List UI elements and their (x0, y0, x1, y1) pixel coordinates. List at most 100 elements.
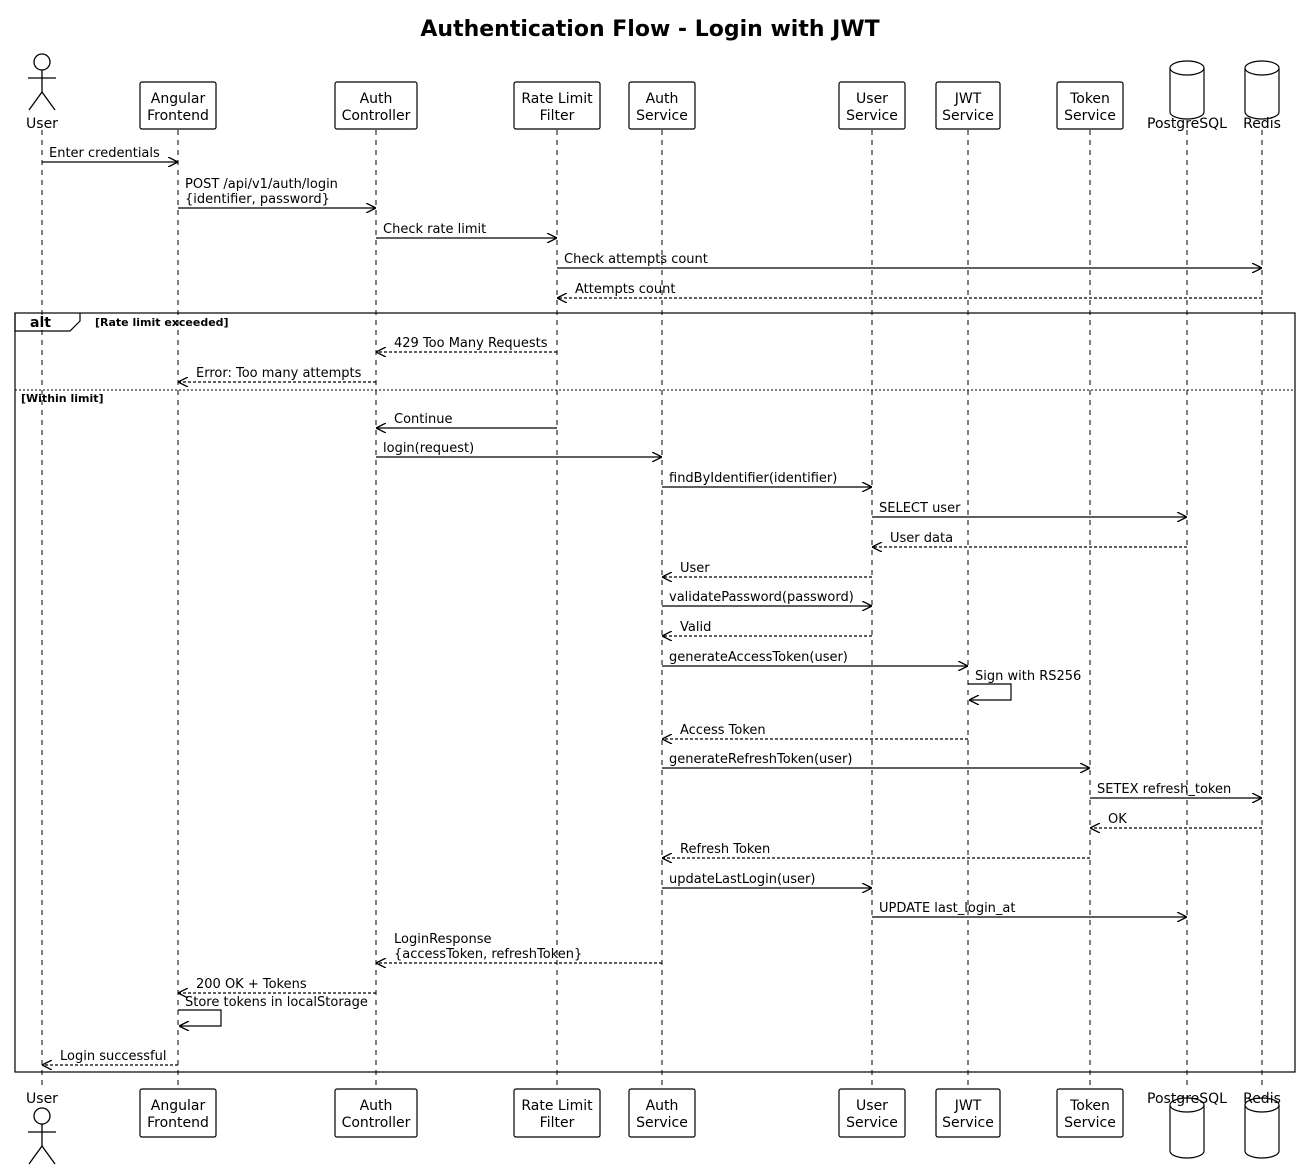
database-icon (1244, 60, 1280, 120)
message-9: login(request) (376, 441, 661, 457)
participant-box (513, 1088, 601, 1138)
participant-box (935, 81, 1001, 130)
message-label: {identifier, password} (185, 192, 330, 207)
database-icon (1169, 60, 1205, 120)
participant-user-bottom: User (26, 1091, 58, 1165)
message-21: OK (1091, 812, 1262, 828)
message-label: Valid (680, 620, 711, 635)
message-label: Store tokens in localStorage (185, 995, 368, 1010)
participant-label: Redis (1243, 1091, 1281, 1107)
participant-label: Controller (342, 108, 411, 124)
message-6: 429 Too Many Requests (377, 336, 557, 352)
participant-label: Redis (1243, 116, 1281, 132)
participant-label: Service (1064, 1115, 1116, 1131)
message-label: Check rate limit (383, 222, 486, 237)
message-label: User (680, 561, 710, 576)
participant-box (935, 1088, 1001, 1138)
self-message-arrow (178, 1009, 222, 1026)
participant-label: Controller (342, 1115, 411, 1131)
message-label: Enter credentials (49, 146, 160, 161)
alt-fragment-tab (14, 313, 81, 332)
actor-icon (28, 1107, 56, 1165)
message-7: Error: Too many attempts (179, 366, 376, 382)
participant-label: Filter (540, 108, 575, 124)
message-label: Sign with RS256 (975, 669, 1081, 684)
message-1: Enter credentials (42, 146, 177, 162)
participant-label: Token (1069, 91, 1110, 107)
message-24: UPDATE last_login_at (872, 901, 1186, 917)
participant-box (334, 1088, 418, 1138)
message-18: Access Token (663, 723, 968, 739)
message-label: POST /api/v1/auth/login (185, 177, 338, 192)
participant-label: Rate Limit (521, 1098, 593, 1114)
message-8: Continue (377, 412, 557, 428)
participant-label: Angular (151, 1098, 206, 1114)
participant-box (1056, 1088, 1124, 1138)
message-2: POST /api/v1/auth/login{identifier, pass… (178, 177, 375, 208)
participant-postgres-bottom: PostgreSQL (1147, 1091, 1227, 1159)
participant-label: PostgreSQL (1147, 1091, 1227, 1107)
message-11: SELECT user (872, 501, 1186, 517)
message-label: User data (890, 531, 953, 546)
participant-redis-top: Redis (1243, 60, 1281, 132)
message-label: UPDATE last_login_at (879, 901, 1016, 916)
message-label: Access Token (680, 723, 766, 738)
participant-label: User (856, 1098, 888, 1114)
message-label: generateRefreshToken(user) (669, 752, 852, 767)
message-14: validatePassword(password) (662, 590, 871, 606)
participant-postgres-top: PostgreSQL (1147, 60, 1227, 132)
participant-label: Auth (360, 1098, 393, 1114)
participant-label: Auth (646, 91, 679, 107)
message-13: User (663, 561, 872, 577)
self-message-arrow (968, 683, 1012, 700)
message-label: Continue (394, 412, 452, 427)
participant-label: Filter (540, 1115, 575, 1131)
guard-rate-limit-exceeded: [Rate limit exceeded] (95, 316, 229, 329)
message-19: generateRefreshToken(user) (662, 752, 1089, 768)
message-12: User data (873, 531, 1187, 547)
participant-label: User (26, 1091, 58, 1107)
participant-box (838, 81, 906, 130)
participant-label: User (26, 116, 58, 132)
participant-label: Angular (151, 91, 206, 107)
participant-label: User (856, 91, 888, 107)
message-label: Check attempts count (564, 252, 708, 267)
message-label: findByIdentifier(identifier) (669, 471, 837, 486)
message-26: 200 OK + Tokens (179, 977, 376, 993)
participant-box (838, 1088, 906, 1138)
participant-label: JWT (954, 1098, 982, 1114)
participant-label: Service (846, 1115, 898, 1131)
message-16: generateAccessToken(user) (662, 650, 967, 666)
alt-fragment-frame (14, 312, 1296, 1073)
message-label: Error: Too many attempts (196, 366, 362, 381)
participant-redis-bottom: Redis (1243, 1091, 1281, 1159)
diagram-title: Authentication Flow - Login with JWT (420, 17, 879, 42)
participant-box (1056, 81, 1124, 130)
alt-fragment: alt [Rate limit exceeded] [Within limit] (14, 312, 1296, 1073)
participant-box (628, 81, 696, 130)
message-23: updateLastLogin(user) (662, 872, 871, 888)
message-10: findByIdentifier(identifier) (662, 471, 871, 487)
database-icon (1244, 1097, 1280, 1159)
participant-box (139, 1088, 217, 1138)
message-label: generateAccessToken(user) (669, 650, 848, 665)
actor-icon (28, 53, 56, 111)
participant-label: Frontend (147, 1115, 209, 1131)
alt-operator: alt (30, 315, 51, 331)
database-icon (1169, 1097, 1205, 1159)
participant-label: Auth (360, 91, 393, 107)
message-17: Sign with RS256 (968, 669, 1081, 700)
message-label: Login successful (60, 1049, 166, 1064)
message-label: 429 Too Many Requests (394, 336, 548, 351)
participant-heads: UserUserAngularFrontendAngularFrontendAu… (26, 53, 1281, 1165)
